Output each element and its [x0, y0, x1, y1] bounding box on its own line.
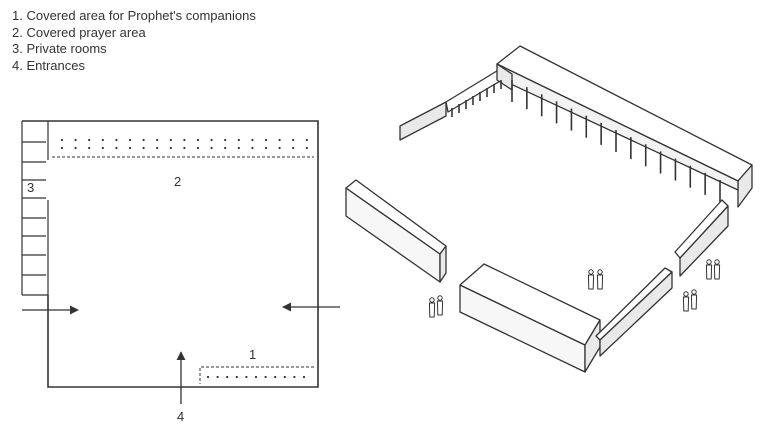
prayer-pillar-dot — [101, 146, 104, 150]
plan-label-4: 4 — [177, 409, 184, 424]
prayer-pillar-dot — [292, 138, 295, 142]
prayer-pillar-dot — [224, 146, 227, 150]
prayer-pillar-dot — [196, 146, 200, 150]
prayer-pillar-dot — [251, 146, 254, 150]
person-figure — [436, 295, 444, 316]
prayer-pillar-dot — [169, 138, 172, 142]
prayer-pillar-dot — [115, 138, 118, 142]
prayer-pillar-dot — [142, 146, 145, 150]
prayer-pillar-dot — [278, 146, 281, 150]
companion-pillar-dot — [254, 375, 258, 379]
companion-pillar-dot — [264, 375, 267, 379]
companion-pillar-dot — [206, 375, 210, 379]
companion-pillar-dot — [216, 375, 219, 379]
prayer-pillar-dot — [115, 146, 118, 150]
prayer-pillar-dot — [292, 146, 295, 150]
prayer-pillar-dot — [156, 138, 159, 142]
prayer-pillar-dot — [264, 146, 268, 150]
prayer-pillar-dot — [169, 146, 172, 150]
prayer-pillar-dot — [196, 138, 200, 142]
prayer-pillar-dot — [128, 138, 132, 142]
prayer-pillar-dot — [224, 138, 227, 142]
person-figure — [713, 259, 721, 280]
prayer-pillar-dot — [183, 138, 186, 142]
companion-pillar-dot — [274, 375, 277, 379]
plan-label-1: 1 — [249, 347, 256, 362]
prayer-pillar-dot — [142, 138, 145, 142]
iso-wall-north-stub — [399, 65, 513, 141]
prayer-pillar-dot — [237, 138, 240, 142]
prayer-pillar-dot — [74, 138, 77, 142]
prayer-pillar-dot — [60, 138, 64, 142]
companion-pillar-dot — [302, 375, 306, 379]
companion-pillar-dot — [235, 375, 238, 379]
prayer-pillar-dot — [74, 146, 77, 150]
prayer-pillar-dot — [183, 146, 186, 150]
iso-wall-south — [459, 263, 673, 373]
prayer-pillar-dot — [278, 138, 281, 142]
prayer-pillar-dot — [237, 146, 240, 150]
iso-wall-east — [674, 199, 729, 277]
person-figure — [705, 259, 713, 280]
companion-pillar-dot — [293, 375, 296, 379]
prayer-pillar-dot — [264, 138, 268, 142]
prayer-pillar-dot — [60, 146, 64, 150]
companion-pillar-dot — [245, 375, 248, 379]
legend-item-4: 4. Entrances — [12, 57, 85, 73]
legend-item-3: 3. Private rooms — [12, 41, 107, 56]
companion-pillar-dot — [283, 375, 286, 379]
legend-item-2: 2. Covered prayer area — [12, 24, 146, 40]
person-figure — [587, 269, 595, 290]
person-figure — [690, 289, 698, 310]
prayer-pillar-dot — [210, 138, 213, 142]
person-figure — [596, 269, 604, 290]
prayer-pillar-dot — [305, 138, 308, 142]
isometric-view — [345, 45, 753, 373]
companion-pillar-dot — [226, 375, 229, 379]
floor-plan — [21, 120, 340, 404]
companions-area — [199, 366, 314, 384]
prayer-pillar-dot — [88, 146, 91, 150]
prayer-pillar-dot — [88, 138, 91, 142]
plan-label-2: 2 — [174, 174, 181, 189]
private-rooms — [21, 121, 49, 296]
covered-prayer-area — [52, 138, 314, 158]
legend-item-1: 1. Covered area for Prophet's companions — [12, 8, 256, 23]
prayer-pillar-dot — [156, 146, 159, 150]
prayer-pillar-dot — [210, 146, 213, 150]
prayer-pillar-dot — [128, 146, 132, 150]
plan-label-3: 3 — [27, 180, 34, 195]
iso-wall-west — [345, 179, 447, 283]
plan-outer-wall — [22, 120, 319, 388]
prayer-pillar-dot — [251, 138, 254, 142]
iso-prayer-hall — [451, 45, 753, 208]
legend: 1. Covered area for Prophet's companions… — [12, 8, 256, 74]
prayer-pillar-dot — [305, 146, 308, 150]
person-figure — [682, 291, 690, 312]
prayer-pillar-dot — [101, 138, 104, 142]
person-figure — [428, 297, 436, 318]
